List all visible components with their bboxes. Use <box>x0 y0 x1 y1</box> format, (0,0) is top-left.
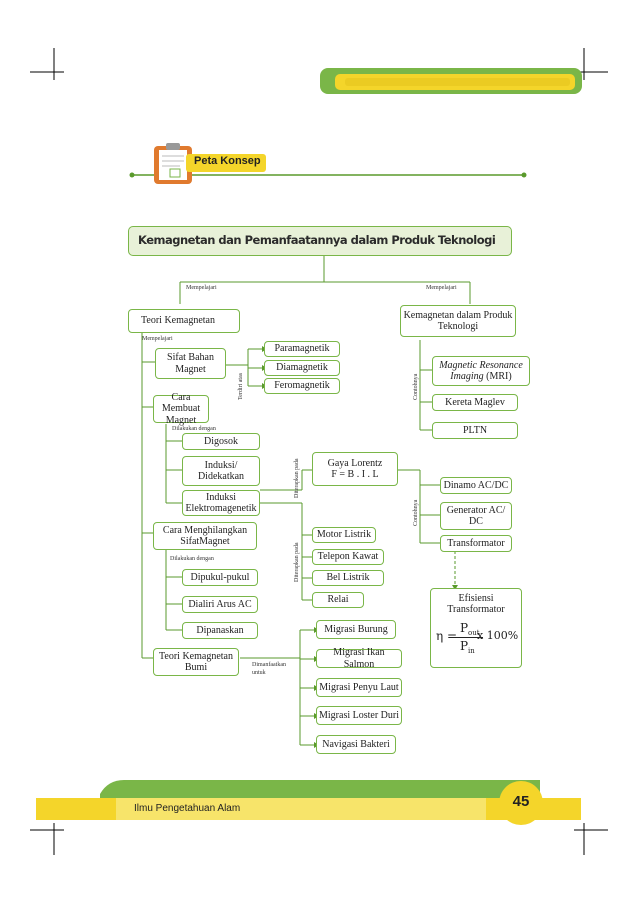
node-navigasi-bakteri: Navigasi Bakteri <box>316 735 396 754</box>
node-gaya-lorentz-line1: Gaya Lorentz <box>327 457 383 469</box>
formula-eta: η = <box>436 629 458 643</box>
node-generator-line2: DC <box>469 516 483 527</box>
node-bel-listrik: Bel Listrik <box>312 570 384 586</box>
node-dinamo: Dinamo AC/DC <box>440 477 512 494</box>
label-dimanfaatkan: Dimanfaatkan <box>252 662 286 668</box>
map-title-box <box>128 226 512 256</box>
node-cara-membuat-line2: Magnet <box>165 414 197 426</box>
node-teori-bumi: Teori Kemagnetan Bumi <box>153 648 239 676</box>
label-mempelajari-right: Mempelajari <box>426 285 457 291</box>
node-mri-imaging: Imaging <box>450 371 484 382</box>
footer-band <box>36 780 581 820</box>
label-untuk: untuk <box>252 670 266 676</box>
node-cara-membuat: Cara Membuat Magnet <box>153 391 209 426</box>
node-induksi-didekatkan-line1: Induksi/ <box>204 459 238 471</box>
label-dilakukan-dengan-2: Dilakukan dengan <box>170 556 214 562</box>
formula-out-sub: out <box>468 629 480 637</box>
node-kereta-maglev: Kereta Maglev <box>432 394 518 411</box>
node-dipukul: Dipukul-pukul <box>182 569 258 586</box>
node-generator-line1: Generator AC/ <box>446 504 506 516</box>
node-kemagnetan-produk: Kemagnetan dalam Produk Teknologi <box>400 305 516 337</box>
section-label-bar <box>186 154 266 172</box>
node-dipanaskan: Dipanaskan <box>182 622 258 639</box>
node-kemagnetan-produk-line2: Teknologi <box>437 321 479 332</box>
formula-fraction-line <box>455 637 483 638</box>
node-feromagnetik: Feromagnetik <box>264 378 340 394</box>
node-teori-bumi-line2: Bumi <box>184 662 208 673</box>
node-teori-bumi-line1: Teori Kemagnetan <box>159 650 233 662</box>
label-contohnya-1: Contohnya <box>413 373 419 400</box>
node-relai: Relai <box>312 592 364 608</box>
node-teori-kemagnetan: Teori Kemagnetan <box>128 309 240 333</box>
label-contohnya-2: Contohnya <box>413 499 419 526</box>
node-mri: Magnetic Resonance Imaging (MRI) <box>432 356 530 386</box>
formula-in-sub: in <box>468 647 475 655</box>
formula-p-in: P <box>460 639 469 653</box>
page-number: 45 <box>512 793 530 810</box>
node-migrasi-ikan: Migrasi Ikan Salmon <box>316 647 402 670</box>
node-gaya-lorentz: Gaya Lorentz F = B . I . L <box>312 452 398 486</box>
node-sifat-bahan-line2: Magnet <box>175 363 206 375</box>
node-cara-membuat-line1: Cara Membuat <box>161 391 201 415</box>
node-induksi-elektro-line2: Elektromagenetik <box>185 503 257 514</box>
node-generator: Generator AC/ DC <box>440 502 512 530</box>
node-mri-line1: Magnetic Resonance <box>439 359 523 371</box>
label-dilakukan-dengan-1: Dilakukan dengan <box>172 426 216 432</box>
node-cara-menghilangkan-line1: Cara Menghilangkan <box>162 524 248 536</box>
section-label: Peta Konsep <box>194 155 261 167</box>
efisiensi-title-line2: Transformator <box>447 604 505 615</box>
formula-p-out: P <box>460 621 469 635</box>
node-migrasi-penyu: Migrasi Penyu Laut <box>316 678 402 697</box>
node-motor-listrik: Motor Listrik <box>312 527 376 543</box>
node-kemagnetan-produk-line1: Kemagnetan dalam Produk <box>403 309 513 321</box>
label-diterapkan-pada-2: Diterapkan pada <box>294 542 300 582</box>
header-line <box>129 172 527 178</box>
node-pltn: PLTN <box>432 422 518 439</box>
node-digosok: Digosok <box>182 433 260 450</box>
label-mempelajari-teori: Mempelajari <box>142 336 173 342</box>
formula-times: x 100% <box>477 629 519 642</box>
node-paramagnetik: Paramagnetik <box>264 341 340 357</box>
top-decorative-band <box>320 68 582 94</box>
node-migrasi-burung: Migrasi Burung <box>316 620 396 639</box>
node-dialiri: Dialiri Arus AC <box>182 596 258 613</box>
node-mri-line2-wrap: Imaging (MRI) <box>450 371 511 383</box>
page-number-badge <box>499 781 543 825</box>
node-transformator: Transformator <box>440 535 512 552</box>
node-induksi-elektro-line1: Induksi <box>206 491 236 503</box>
footer-book-title: Ilmu Pengetahuan Alam <box>134 803 241 814</box>
node-cara-menghilangkan: Cara Menghilangkan SifatMagnet <box>153 522 257 550</box>
node-cara-menghilangkan-line2: SifatMagnet <box>180 536 230 547</box>
node-induksi-elektro: Induksi Elektromagenetik <box>182 490 260 516</box>
node-induksi-didekatkan: Induksi/ Didekatkan <box>182 456 260 486</box>
map-title: Kemagnetan dan Pemanfaatannya dalam Prod… <box>138 233 496 247</box>
node-gaya-lorentz-line2: F = B . I . L <box>331 469 379 480</box>
node-migrasi-loster: Migrasi Loster Duri <box>316 706 402 725</box>
label-terdiri-atas: Terdiri atas <box>238 372 244 400</box>
label-diterapkan-pada-1: Diterapkan pada <box>294 458 300 498</box>
node-efisiensi <box>430 588 522 668</box>
node-sifat-bahan: Sifat Bahan Magnet <box>155 348 226 379</box>
node-sifat-bahan-line1: Sifat Bahan <box>167 352 214 363</box>
node-diamagnetik: Diamagnetik <box>264 360 340 376</box>
label-mempelajari-left: Mempelajari <box>186 285 217 291</box>
clipboard-icon <box>150 140 196 186</box>
node-mri-abbr: (MRI) <box>486 371 512 382</box>
node-induksi-didekatkan-line2: Didekatkan <box>197 471 245 482</box>
node-telepon-kawat: Telepon Kawat <box>312 549 384 565</box>
efisiensi-title-line1: Efisiensi <box>458 593 494 604</box>
